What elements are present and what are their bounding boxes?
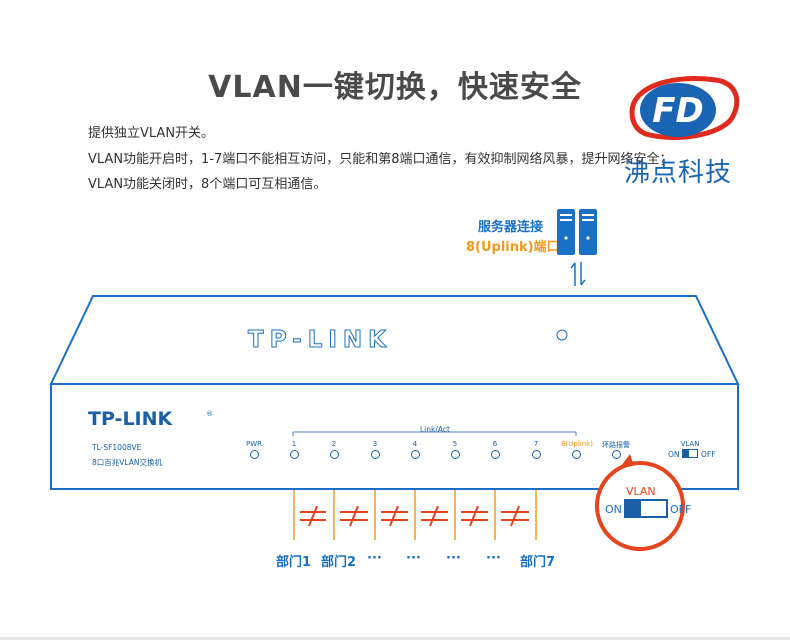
description-line-2: VLAN功能开启时，1-7端口不能相互访问，只能和第8端口通信，有效抑制网络风暴… — [88, 152, 673, 167]
port-led-2 — [330, 450, 339, 459]
server-label-line1: 服务器连接 — [478, 220, 544, 235]
port-label-7: 7 — [533, 440, 539, 448]
loop-alarm-led — [612, 450, 621, 459]
description-line-1: 提供独立VLAN开关。 — [88, 126, 215, 141]
department-label-1: 部门1 — [276, 555, 312, 570]
panel-brand: TP-LINK — [88, 408, 173, 430]
port-led-4 — [411, 450, 420, 459]
port-label-2: 2 — [331, 440, 337, 448]
not-equal-icon-1 — [300, 505, 326, 527]
bottom-divider — [0, 637, 790, 640]
port-led-8 — [572, 450, 581, 459]
zoom-off-label: OFF — [670, 503, 692, 516]
link-act-label: Link/Act — [420, 425, 450, 434]
bidirectional-arrow-icon — [570, 262, 586, 286]
model-number: TL-SF1008VE — [92, 443, 142, 452]
panel-vlan-label: VLAN — [680, 440, 700, 448]
not-equal-icon-2 — [340, 505, 368, 527]
department-ellipsis-4: ··· — [486, 551, 501, 566]
pwr-label: PWR — [245, 440, 262, 448]
panel-on-label: ON — [668, 450, 680, 459]
department-ellipsis-3: ··· — [446, 551, 461, 566]
port-label-8: 8(Uplink) — [561, 440, 593, 448]
zoom-vlan-switch[interactable] — [624, 499, 668, 518]
port-label-3: 3 — [372, 440, 378, 448]
zoom-vlan-label: VLAN — [626, 485, 656, 498]
port-led-6 — [491, 450, 500, 459]
panel-off-label: OFF — [701, 450, 716, 459]
zoom-vlan-switch-knob — [626, 501, 641, 516]
server-icon — [557, 209, 597, 255]
headline: VLAN一键切换，快速安全 — [208, 70, 582, 105]
port-label-6: 6 — [492, 440, 498, 448]
department-label-7: 部门7 — [520, 555, 556, 570]
logo-brand-text: 沸点科技 — [624, 158, 733, 188]
registered-mark: ® — [206, 410, 213, 418]
fd-logo-icon: FD — [629, 75, 740, 140]
port-label-1: 1 — [291, 440, 297, 448]
port-led-1 — [290, 450, 299, 459]
top-brand-text: TP-LINK — [248, 327, 392, 352]
description-line-3: VLAN功能关闭时，8个端口可互相通信。 — [88, 177, 327, 192]
logo-mark: FD — [652, 91, 703, 131]
panel-vlan-switch[interactable] — [682, 449, 698, 458]
not-equal-icon-4 — [421, 505, 448, 527]
zoom-on-label: ON — [605, 503, 622, 516]
loop-alarm-label: 环路报警 — [602, 441, 630, 449]
port-led-3 — [371, 450, 380, 459]
port-label-5: 5 — [452, 440, 458, 448]
panel-vlan-switch-knob — [683, 450, 689, 457]
port-label-4: 4 — [412, 440, 418, 448]
top-brand-outline: TP-LINK — [248, 327, 568, 352]
server-label-line2: 8(Uplink)端口 — [466, 240, 560, 255]
not-equal-icon-3 — [381, 505, 408, 527]
device-subtitle: 8口百兆VLAN交换机 — [92, 458, 162, 467]
department-ellipsis-1: ··· — [367, 551, 382, 566]
department-ellipsis-2: ··· — [406, 551, 421, 566]
department-label-2: 部门2 — [321, 555, 357, 570]
not-equal-icon-6 — [501, 505, 529, 527]
not-equal-icon-5 — [461, 505, 488, 527]
pwr-led — [250, 450, 259, 459]
port-led-5 — [451, 450, 460, 459]
port-led-7 — [532, 450, 541, 459]
